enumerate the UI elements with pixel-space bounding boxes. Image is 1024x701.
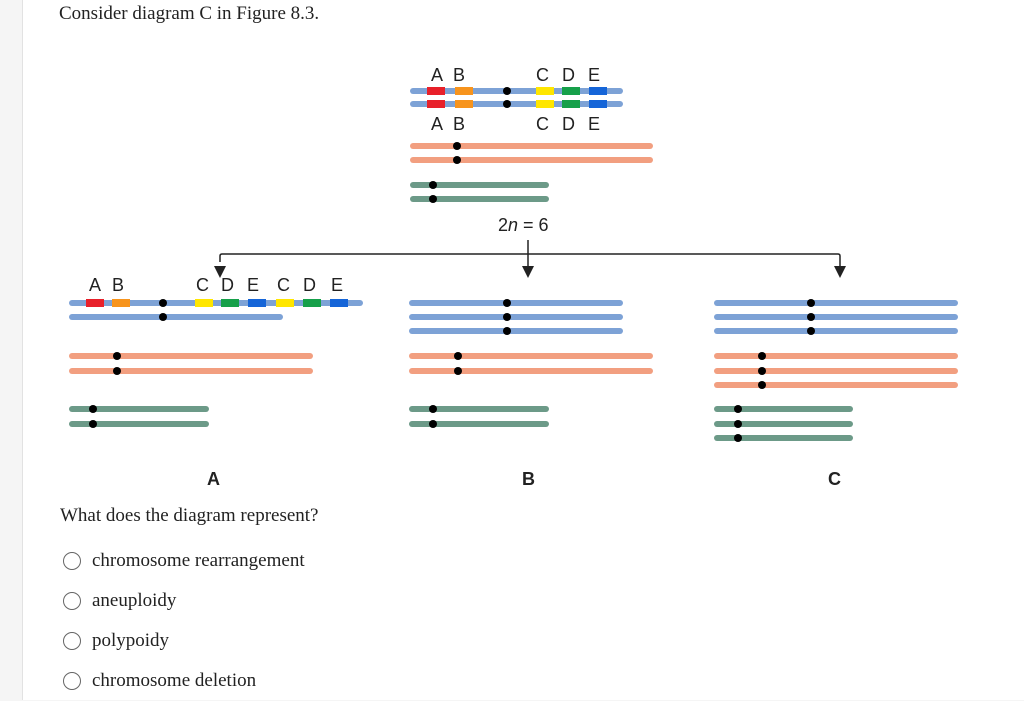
- centromere: [758, 352, 766, 360]
- question-title: Consider diagram C in Figure 8.3.: [59, 3, 320, 24]
- gene-label-d: D: [562, 65, 575, 85]
- question-prompt: What does the diagram represent?: [60, 505, 319, 526]
- karyotype-c: C: [714, 299, 958, 489]
- panel-label-b: B: [522, 469, 535, 489]
- centromere: [429, 405, 437, 413]
- centromere: [159, 313, 167, 321]
- gene-label-a: A: [431, 114, 443, 134]
- centromere: [503, 327, 511, 335]
- gene-label-a: A: [431, 65, 443, 85]
- centromere: [807, 327, 815, 335]
- gene-label-d: D: [562, 114, 575, 134]
- centromere: [807, 299, 815, 307]
- centromere: [429, 420, 437, 428]
- gene-bands: [86, 299, 348, 307]
- gene-label-c: C: [277, 275, 290, 295]
- centromere: [113, 367, 121, 375]
- radio-button[interactable]: [63, 552, 81, 570]
- karyotype-b: B: [409, 299, 653, 489]
- gene-label-b: B: [453, 65, 465, 85]
- gene-label-a: A: [89, 275, 101, 295]
- panel-label-c: C: [828, 469, 841, 489]
- centromere: [758, 381, 766, 389]
- centromere: [453, 142, 461, 150]
- centromere: [503, 313, 511, 321]
- centromere: [453, 156, 461, 164]
- centromere: [429, 181, 437, 189]
- panel-label-a: A: [207, 469, 220, 489]
- gene-label-c: C: [536, 114, 549, 134]
- gene-label-b: B: [112, 275, 124, 295]
- centromere: [454, 352, 462, 360]
- centromere: [734, 434, 742, 442]
- centromere: [758, 367, 766, 375]
- centromere: [734, 420, 742, 428]
- option-chromosome-rearrangement[interactable]: chromosome rearrangement: [63, 541, 305, 581]
- figure-diagram: A B C D E A B C D E: [69, 65, 958, 489]
- radio-button[interactable]: [63, 632, 81, 650]
- centromere: [503, 299, 511, 307]
- gene-label-e: E: [247, 275, 259, 295]
- centromere: [734, 405, 742, 413]
- centromere: [89, 405, 97, 413]
- option-chromosome-deletion[interactable]: chromosome deletion: [63, 661, 305, 701]
- centromere: [807, 313, 815, 321]
- gene-label-b: B: [453, 114, 465, 134]
- gene-label-e: E: [588, 65, 600, 85]
- karyotype-a: A B C D E C D E: [69, 275, 363, 489]
- gene-bands: [427, 87, 607, 108]
- gene-label-c: C: [536, 65, 549, 85]
- answer-options: chromosome rearrangement aneuploidy poly…: [63, 541, 305, 701]
- ploidy-label: 2n = 6: [498, 215, 549, 235]
- centromere: [454, 367, 462, 375]
- question-panel: [22, 0, 1024, 700]
- branch-arrows: [214, 240, 846, 278]
- radio-button[interactable]: [63, 592, 81, 610]
- gene-label-d: D: [303, 275, 316, 295]
- option-label: polypoidy: [92, 630, 170, 651]
- centromere: [113, 352, 121, 360]
- centromere: [503, 87, 511, 95]
- option-polypoidy[interactable]: polypoidy: [63, 621, 305, 661]
- centromere: [429, 195, 437, 203]
- option-label: aneuploidy: [92, 590, 177, 611]
- centromere: [159, 299, 167, 307]
- option-label: chromosome rearrangement: [92, 550, 305, 571]
- option-label: chromosome deletion: [92, 670, 257, 691]
- radio-button[interactable]: [63, 672, 81, 690]
- gene-label-c: C: [196, 275, 209, 295]
- gene-label-e: E: [588, 114, 600, 134]
- centromere: [503, 100, 511, 108]
- option-aneuploidy[interactable]: aneuploidy: [63, 581, 305, 621]
- centromere: [89, 420, 97, 428]
- karyotype-normal: A B C D E A B C D E: [410, 65, 653, 235]
- gene-label-d: D: [221, 275, 234, 295]
- gene-label-e: E: [331, 275, 343, 295]
